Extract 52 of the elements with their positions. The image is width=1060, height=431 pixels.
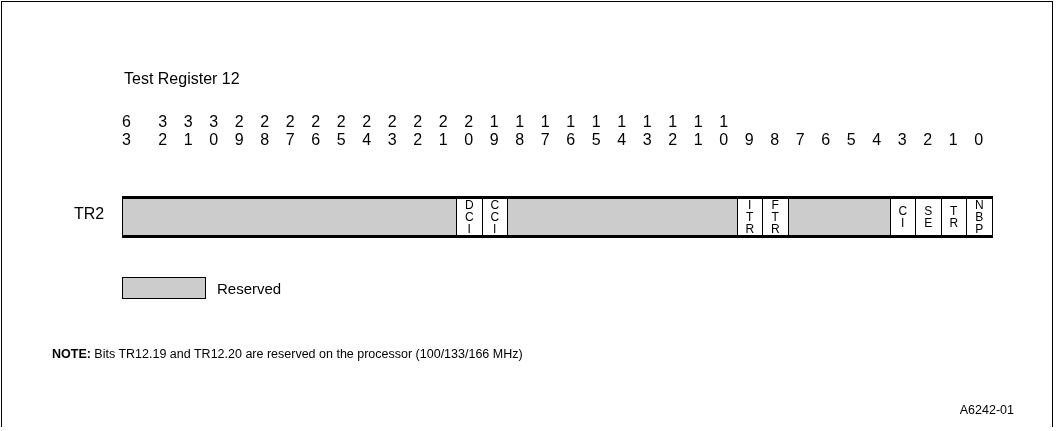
bit-number: 24 xyxy=(362,113,372,149)
field-name: FTR xyxy=(770,199,780,235)
register-name: TR2 xyxy=(74,205,105,223)
bit-number: 26 xyxy=(311,113,321,149)
bit-number: 11 xyxy=(693,113,703,149)
bit-number: 9 xyxy=(744,131,754,149)
bit-number: 23 xyxy=(387,113,397,149)
bit-number: 20 xyxy=(464,113,474,149)
register-title: Test Register 12 xyxy=(124,70,240,88)
field-name: TR xyxy=(949,205,959,229)
bit-number: 16 xyxy=(566,113,576,149)
bit-number: 4 xyxy=(872,131,882,149)
bit-number: 13 xyxy=(642,113,652,149)
legend-label: Reserved xyxy=(217,280,282,297)
bit-number: 1 xyxy=(948,131,958,149)
bit-number: 2 xyxy=(923,131,933,149)
reserved-field xyxy=(787,199,890,235)
bit-number: 31 xyxy=(183,113,193,149)
bit-number: 14 xyxy=(617,113,627,149)
bit-number: 21 xyxy=(438,113,448,149)
bit-number: 29 xyxy=(234,113,244,149)
bit-number: 28 xyxy=(260,113,270,149)
bit-number: 63 xyxy=(122,113,131,149)
field-name: CI xyxy=(898,205,908,229)
figure-id: A6242-01 xyxy=(959,403,1014,417)
bit-number: 32 xyxy=(158,113,168,149)
bit-number: 30 xyxy=(209,113,219,149)
bit-number: 8 xyxy=(770,131,780,149)
field-name: CCI xyxy=(490,199,500,235)
field-name: DCI xyxy=(464,199,474,235)
bit-number: 10 xyxy=(719,113,729,149)
field-name: SE xyxy=(923,205,933,229)
bit-field xyxy=(966,199,993,235)
bit-number: 19 xyxy=(489,113,499,149)
reserved-field xyxy=(507,199,737,235)
reserved-field xyxy=(122,199,456,235)
field-name: ITR xyxy=(745,199,755,235)
bit-number: 5 xyxy=(846,131,856,149)
field-name: NBP xyxy=(974,199,984,235)
bit-number: 17 xyxy=(540,113,550,149)
bit-number: 22 xyxy=(413,113,423,149)
bit-number: 27 xyxy=(285,113,295,149)
bit-number: 6 xyxy=(821,131,831,149)
bit-number: 7 xyxy=(795,131,805,149)
bit-number: 15 xyxy=(591,113,601,149)
note-text: NOTE: Bits TR12.19 and TR12.20 are reserved on the processor (100/133/166 MHz) xyxy=(52,347,523,361)
bit-number: 18 xyxy=(515,113,525,149)
bit-number: 25 xyxy=(336,113,346,149)
bit-number: 12 xyxy=(668,113,678,149)
bit-number: 3 xyxy=(897,131,907,149)
bit-number: 0 xyxy=(974,131,984,149)
register-bar xyxy=(122,196,993,238)
